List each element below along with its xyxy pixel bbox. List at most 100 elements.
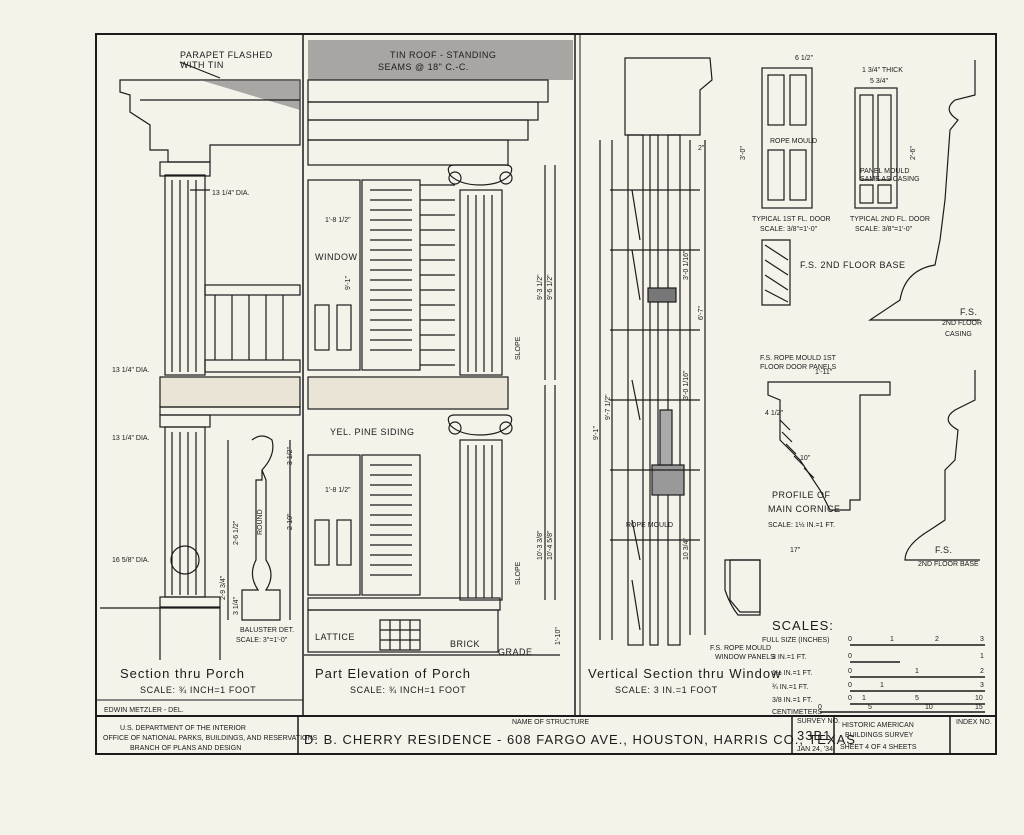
cornice-dim-3: 17" xyxy=(790,547,801,554)
scale-row-4-label: 3/8 IN.=1 FT. xyxy=(772,697,812,704)
window-section-title: Vertical Section thru Window xyxy=(588,666,781,681)
porch-section-drawing xyxy=(100,61,301,660)
elev-dim-8: 9'-1" xyxy=(345,276,352,290)
porch-elevation-labels: TIN ROOF - STANDING SEAMS @ 18" C.-C. WI… xyxy=(315,50,562,695)
parapet-note-2: WITH TIN xyxy=(180,60,224,70)
cornice-dim-2: 10" xyxy=(800,455,811,462)
scale-tick-10: 1 xyxy=(880,682,884,689)
scale-row-3-label: ¾ IN.=1 FT. xyxy=(772,684,808,691)
slope-label-2: SLOPE xyxy=(515,561,522,585)
structure-name-label: NAME OF STRUCTURE xyxy=(512,719,589,726)
win-dim-2: 3'-0 1/16" xyxy=(683,370,690,400)
elev-dim-4: 10'-4 5/8" xyxy=(547,530,554,560)
door2-label: TYPICAL 2ND FL. DOOR xyxy=(850,216,930,223)
scale-tick-2: 2 xyxy=(935,636,939,643)
porch-section-labels: PARAPET FLASHED WITH TIN 13 1/4" DIA. 13… xyxy=(112,50,294,695)
win-dim-7: 2" xyxy=(698,145,705,152)
elev-dim-1: 9'-3 1/2" xyxy=(537,274,544,300)
fs-casing-label-2: 2ND FLOOR xyxy=(942,320,982,327)
round-label: ROUND xyxy=(257,509,264,535)
scale-bars: SCALES: FULL SIZE (INCHES) 3 IN.=1 FT. 1… xyxy=(762,618,985,716)
dept-line-3: BRANCH OF PLANS AND DESIGN xyxy=(130,745,241,752)
window-section-drawing xyxy=(599,57,761,646)
door1-label: TYPICAL 1ST FL. DOOR xyxy=(752,216,831,223)
slope-label-1: SLOPE xyxy=(515,336,522,360)
title-block: U.S. DEPARTMENT OF THE INTERIOR OFFICE O… xyxy=(103,716,992,754)
win-dim-3: 6'-7" xyxy=(698,306,705,320)
dept-line-2: OFFICE OF NATIONAL PARKS, BUILDINGS, AND… xyxy=(103,735,318,742)
fs-rope-label-2: FLOOR DOOR PANELS xyxy=(760,364,836,371)
fs-base-label: F.S. xyxy=(935,545,953,555)
fs-casing-label-3: CASING xyxy=(945,331,972,338)
details-labels: 1 3/4" THICK 6 1/2" 5 3/4" 3'-0" 2'-6" R… xyxy=(740,55,982,568)
dia-top-label: 13 1/4" DIA. xyxy=(212,190,250,197)
scale-tick-19: 15 xyxy=(975,704,983,711)
fs-casing-label: F.S. xyxy=(960,307,978,317)
outer-border xyxy=(95,33,997,755)
scale-row-5-label: CENTIMETERS xyxy=(772,709,823,716)
scale-tick-14: 5 xyxy=(915,695,919,702)
cornice-label: PROFILE OF xyxy=(772,490,831,500)
door1-width: 6 1/2" xyxy=(795,55,814,62)
cornice-label-2: MAIN CORNICE xyxy=(768,504,841,514)
tin-roof-note-2: SEAMS @ 18" C.-C. xyxy=(378,62,469,72)
scale-tick-5: 1 xyxy=(980,653,984,660)
baluster-dim-5: 3 1/4" xyxy=(233,596,240,615)
habs-line-2: BUILDINGS SURVEY xyxy=(845,732,914,739)
dia-base-label: 16 5/8" DIA. xyxy=(112,557,150,564)
porch-elevation-drawing xyxy=(304,40,573,656)
baluster-detail-scale: SCALE: 3"=1'-0" xyxy=(236,637,288,644)
elev-dim-5: 1'-8 1/2" xyxy=(325,217,351,224)
win-dim-6: 10 3/4" xyxy=(683,538,690,560)
grade-label: GRADE xyxy=(498,647,533,657)
tin-roof-note: TIN ROOF - STANDING xyxy=(390,50,496,60)
scale-row-0-label: FULL SIZE (INCHES) xyxy=(762,637,829,644)
rope-mould-door-label: ROPE MOULD xyxy=(770,138,817,145)
door2-scale: SCALE: 3/8"=1'-0" xyxy=(855,226,913,233)
elev-dim-3: 10'-3 3/8" xyxy=(537,530,544,560)
panel-mould-label-2: SAME AS CASING xyxy=(860,176,920,183)
baluster-detail-label: BALUSTER DET. xyxy=(240,627,294,634)
parapet-note: PARAPET FLASHED xyxy=(180,50,273,60)
win-dim-1: 3'-0 1/16" xyxy=(683,250,690,280)
scale-tick-4: 0 xyxy=(848,653,852,660)
scale-tick-17: 5 xyxy=(868,704,872,711)
dia-low-label: 13 1/4" DIA. xyxy=(112,435,150,442)
scale-row-2-label: 1½ IN.=1 FT. xyxy=(772,669,812,677)
structure-name: D. B. CHERRY RESIDENCE - 608 FARGO AVE.,… xyxy=(304,732,856,747)
door2-width: 5 3/4" xyxy=(870,78,889,85)
scale-tick-16: 0 xyxy=(818,704,822,711)
dept-line-1: U.S. DEPARTMENT OF THE INTERIOR xyxy=(120,725,246,732)
rope-mould-label: ROPE MOULD xyxy=(626,522,673,529)
elev-dim-6: 1'-10" xyxy=(555,627,562,645)
door2-height: 2'-6" xyxy=(910,146,917,160)
window-section-labels: 3'-0 1/16" 3'-0 1/16" 6'-7" 9'-1" 9'-7 1… xyxy=(588,145,781,695)
fs-rope-window-label: F.S. ROPE MOULD xyxy=(710,645,771,652)
scale-tick-11: 3 xyxy=(980,682,984,689)
scale-tick-7: 1 xyxy=(915,668,919,675)
siding-label: YEL. PINE SIDING xyxy=(330,427,415,437)
fs-base2-label: F.S. 2ND FLOOR BASE xyxy=(800,260,906,270)
cornice-dim-1: 1'-11" xyxy=(815,369,833,376)
scale-tick-0: 0 xyxy=(848,636,852,643)
scale-tick-3: 3 xyxy=(980,636,984,643)
baluster-dim-2: 2-6 1/2" xyxy=(233,520,240,545)
cornice-dim-4: 4 1/2" xyxy=(765,410,784,417)
porch-elevation-title: Part Elevation of Porch xyxy=(315,666,471,681)
survey-number: 33B1 xyxy=(797,728,831,743)
scale-tick-18: 10 xyxy=(925,704,933,711)
win-dim-4: 9'-1" xyxy=(593,426,600,440)
survey-date: JAN 24, '34 xyxy=(797,746,833,753)
fs-rope-window-label-2: WINDOW PANELS xyxy=(715,654,775,661)
drafter-signature: EDWIN METZLER - DEL. xyxy=(104,707,184,714)
door1-scale: SCALE: 3/8"=1'-0" xyxy=(760,226,818,233)
panel-mould-label: PANEL MOULD xyxy=(860,168,909,175)
door1-height: 3'-0" xyxy=(740,146,747,160)
scale-tick-1: 1 xyxy=(890,636,894,643)
details-drawing xyxy=(729,60,980,613)
porch-section-title: Section thru Porch xyxy=(120,666,245,681)
thick-label: 1 3/4" THICK xyxy=(862,67,903,74)
fs-base-label-2: 2ND FLOOR BASE xyxy=(918,561,979,568)
index-label: INDEX NO. xyxy=(956,719,992,726)
